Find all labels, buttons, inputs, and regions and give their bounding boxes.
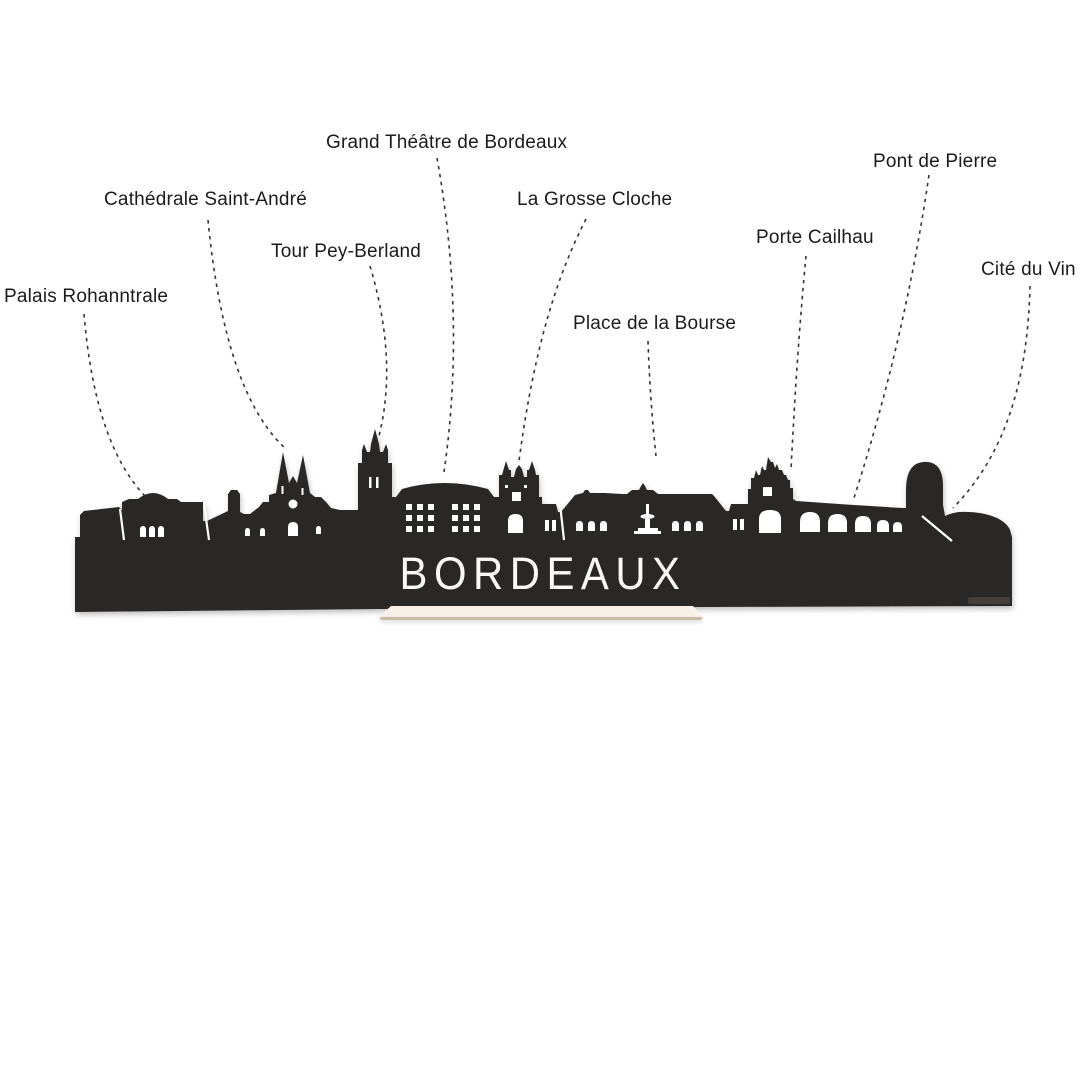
label-la-grosse-cloche: La Grosse Cloche (517, 189, 673, 210)
product-stand (378, 606, 704, 618)
window-cutouts (140, 477, 902, 537)
leader-cathedrale-saint-andre (207, 219, 288, 451)
leader-porte-cailhau (790, 255, 807, 471)
label-palais-rohanntrale: Palais Rohanntrale (4, 286, 169, 307)
label-place-de-la-bourse: Place de la Bourse (573, 313, 737, 334)
city-name-cutout: BORDEAUX (399, 548, 687, 599)
leader-place-de-la-bourse (647, 340, 657, 457)
stand-shadow (380, 617, 702, 620)
leader-palais-rohanntrale (83, 313, 147, 498)
leader-cite-du-vin (952, 285, 1031, 509)
label-cite-du-vin: Cité du Vin (981, 259, 1076, 280)
skyline-shape (75, 429, 1012, 612)
leader-la-grosse-cloche (518, 218, 587, 462)
label-pont-de-pierre: Pont de Pierre (873, 151, 998, 172)
label-tour-pey-berland: Tour Pey-Berland (271, 241, 421, 262)
skyline-silhouette (75, 429, 1012, 612)
watermark-illegible (968, 597, 1010, 604)
leader-pont-de-pierre (852, 174, 930, 502)
label-cathedrale-saint-andre: Cathédrale Saint-André (104, 189, 307, 210)
panel-separations (118, 503, 953, 542)
leader-grand-theatre (436, 157, 455, 473)
leader-tour-pey-berland (369, 265, 388, 437)
label-grand-theatre-de-bordeaux: Grand Théâtre de Bordeaux (326, 132, 568, 153)
label-porte-cailhau: Porte Cailhau (756, 227, 874, 248)
leader-lines (83, 157, 1031, 509)
